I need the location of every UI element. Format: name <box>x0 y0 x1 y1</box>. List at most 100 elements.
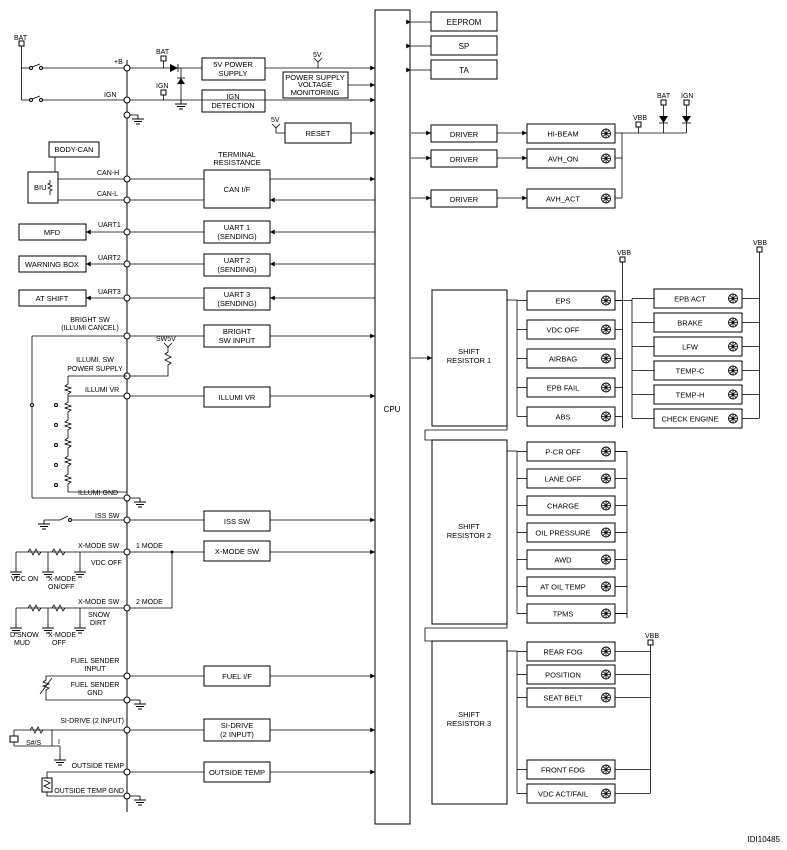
svg-text:TERMINAL: TERMINAL <box>218 150 256 159</box>
svg-text:5V: 5V <box>271 117 280 124</box>
svg-text:OIL PRESSURE: OIL PRESSURE <box>535 529 590 538</box>
svg-text:AT SHIFT: AT SHIFT <box>36 294 69 303</box>
sw5v-supply: SW5V <box>127 336 176 377</box>
svg-text:EEPROM: EEPROM <box>447 18 482 27</box>
svg-text:REAR FOG: REAR FOG <box>543 648 582 657</box>
svg-text:RESET: RESET <box>305 129 330 138</box>
svg-text:GND: GND <box>87 690 103 697</box>
svg-text:AWD: AWD <box>554 556 572 565</box>
ign-label: IGN <box>104 92 116 99</box>
svg-text:OUTSIDE TEMP: OUTSIDE TEMP <box>209 768 265 777</box>
svg-text:SP: SP <box>459 42 470 51</box>
svg-text:DIRT: DIRT <box>90 620 107 627</box>
svg-text:WARNING BOX: WARNING BOX <box>25 260 79 269</box>
svg-text:UART 3: UART 3 <box>224 290 250 299</box>
svg-text:ILLUMI. SW: ILLUMI. SW <box>76 357 114 364</box>
svg-text:POWER SUPPLY: POWER SUPPLY <box>285 73 344 82</box>
svg-text:ABS: ABS <box>555 413 570 422</box>
lamp-icon <box>601 353 611 364</box>
svg-text:SI-DRIVE: SI-DRIVE <box>221 721 254 730</box>
svg-text:DRIVER: DRIVER <box>450 130 479 139</box>
lamp-charge: CHARGE <box>526 495 616 516</box>
svg-text:DETECTION: DETECTION <box>211 101 254 110</box>
bat-diode-network: BAT IGN <box>156 49 188 110</box>
svg-text:VBB: VBB <box>645 633 659 640</box>
svg-text:TPMS: TPMS <box>553 610 574 619</box>
lamp-icon <box>601 788 611 799</box>
lamp-epb-act: EPB ACT <box>653 288 743 309</box>
svg-text:MUD: MUD <box>14 640 30 647</box>
svg-text:POSITION: POSITION <box>545 671 581 680</box>
lamp-awd: AWD <box>526 549 616 570</box>
svg-text:VDC ACT/FAIL: VDC ACT/FAIL <box>538 790 588 799</box>
svg-text:SHIFT: SHIFT <box>458 347 480 356</box>
lamp-position: POSITION <box>526 664 616 685</box>
svg-text:HI-BEAM: HI-BEAM <box>547 130 578 139</box>
lamp-icon <box>601 764 611 775</box>
svg-text:VDC OFF: VDC OFF <box>91 560 122 567</box>
lamp-lane-off: LANE OFF <box>526 468 616 489</box>
lamp-icon <box>601 295 611 306</box>
svg-text:OUTSIDE TEMP GND: OUTSIDE TEMP GND <box>54 788 124 795</box>
svg-text:TEMP-C: TEMP-C <box>676 367 705 376</box>
lamp-icon <box>728 389 738 400</box>
lamp-temp-h: TEMP-H <box>653 384 743 405</box>
driver-lamp-supply: VBB BAT IGN <box>615 93 693 199</box>
svg-text:FUEL SENDER: FUEL SENDER <box>71 682 120 689</box>
svg-text:LFW: LFW <box>682 343 699 352</box>
svg-text:X-MODE SW: X-MODE SW <box>78 599 120 606</box>
uart2-block: UART 2 (SENDING) <box>203 253 271 277</box>
lamp-icon <box>728 293 738 304</box>
outside-temp-sensor: OUTSIDE TEMP OUTSIDE TEMP GND <box>41 763 127 797</box>
svg-text:CHARGE: CHARGE <box>547 502 579 511</box>
svg-text:5V POWER: 5V POWER <box>213 60 253 69</box>
can-if-block: CAN I/F <box>203 169 271 209</box>
lamp-icon <box>601 411 611 422</box>
lamp-lfw: LFW <box>653 336 743 357</box>
uart1-signal-label: UART1 <box>98 222 121 229</box>
bat-terminal-top-left: BAT <box>14 35 127 102</box>
sp-block: SP <box>430 35 498 56</box>
svg-text:X-MODE: X-MODE <box>48 576 76 583</box>
illumi-gnd-label: ILLUMI GND <box>78 490 118 497</box>
svg-text:IGN: IGN <box>681 93 693 100</box>
svg-text:EPB FAIL: EPB FAIL <box>547 384 580 393</box>
lamp-icon <box>601 382 611 393</box>
bright-sw-label: BRIGHT SW (ILLUMI CANCEL) <box>61 317 119 332</box>
lamp-icon <box>601 692 611 703</box>
svg-text:BAT: BAT <box>14 35 28 42</box>
lamp-abs: ABS <box>526 406 616 427</box>
svg-text:VOLTAGE: VOLTAGE <box>298 80 332 89</box>
biu-block: BIU <box>27 171 59 204</box>
driver-2: DRIVER <box>430 149 498 168</box>
v5-label-top: 5V <box>313 52 322 59</box>
fuel-if-block: FUEL I/F <box>203 665 271 687</box>
xmode-switch-group-2: X-MODE SW D.SNOW MUD X-MODE OFF SNOW DIR… <box>9 599 127 647</box>
svg-text:VBB: VBB <box>617 250 631 257</box>
ta-block: TA <box>430 59 498 80</box>
lamp-rear-fog: REAR FOG <box>526 641 616 662</box>
uart1-block: UART 1 (SENDING) <box>203 220 271 244</box>
svg-text:EPB ACT: EPB ACT <box>674 295 706 304</box>
lamp-icon <box>601 153 611 164</box>
svg-text:INPUT: INPUT <box>85 666 107 673</box>
svg-text:EPS: EPS <box>555 297 570 306</box>
lamp-icon <box>601 646 611 657</box>
sr1-lamp-supply: VBB VBB VBB <box>617 240 767 793</box>
illumi-power-supply-label: ILLUMI. SW POWER SUPPLY <box>67 357 123 373</box>
svg-text:DRIVER: DRIVER <box>450 195 479 204</box>
illumi-vr-block: ILLUMI VR <box>203 386 271 408</box>
lamp-icon <box>728 341 738 352</box>
illumi-resistor-ladder <box>54 376 127 493</box>
lamp-front-fog: FRONT FOG <box>526 759 616 780</box>
lamp-icon <box>601 581 611 592</box>
lamp-icon <box>601 608 611 619</box>
lamp-icon <box>601 193 611 204</box>
svg-text:RESISTANCE: RESISTANCE <box>213 158 260 167</box>
svg-text:FRONT FOG: FRONT FOG <box>541 766 585 775</box>
reset-block: 5V RESET <box>271 117 375 144</box>
svg-text:MFD: MFD <box>44 228 61 237</box>
svg-text:VBB: VBB <box>633 115 647 122</box>
lamp-eps: EPS <box>526 290 616 311</box>
